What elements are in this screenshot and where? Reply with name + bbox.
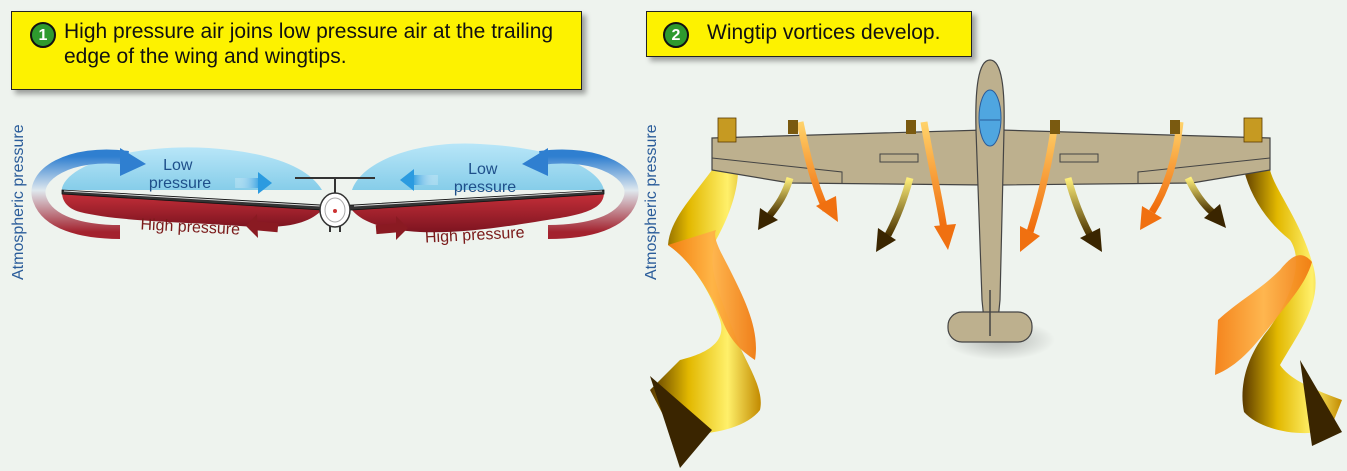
low-flow-arrow-left [258, 172, 272, 194]
high-flow-arrow-left [246, 214, 258, 238]
canopy [978, 89, 1002, 147]
step-1-caption: High pressure air joins low pressure air… [64, 20, 554, 68]
low-flow-arrow-right [400, 169, 414, 191]
step-2-callout: 2 Wingtip vortices develop. [646, 11, 972, 57]
step-1-callout: 1 High pressure air joins low pressure a… [11, 11, 582, 90]
airflow-arrowhead-right-top [522, 148, 548, 176]
step-2-badge: 2 [663, 22, 689, 48]
low-pressure-label-right: Low pressure [454, 161, 516, 196]
airflow-curl-right [539, 149, 639, 239]
step-1-badge: 1 [30, 22, 56, 48]
wingtip-vortex-right [1242, 170, 1342, 434]
high-flow-arrow-right [396, 216, 408, 240]
wingtip-vortex-left [650, 170, 761, 434]
step-2-caption: Wingtip vortices develop. [707, 21, 941, 44]
vortex-arrowhead-left [650, 376, 712, 468]
airflow-curl-left [31, 149, 129, 239]
atmospheric-pressure-label-right: Atmospheric pressure [643, 124, 660, 280]
high-pressure-label-right: High pressure [425, 224, 525, 246]
high-pressure-region-right [352, 192, 604, 233]
airflow-arrowhead-left-top [120, 148, 146, 176]
trailing-edge-vortices [758, 121, 1226, 252]
low-pressure-label-left: Low pressure [149, 157, 211, 192]
vortex-arrowhead-right [1300, 360, 1342, 446]
atmospheric-pressure-label-left: Atmospheric pressure [10, 124, 27, 280]
high-pressure-label-left: High pressure [140, 216, 240, 238]
